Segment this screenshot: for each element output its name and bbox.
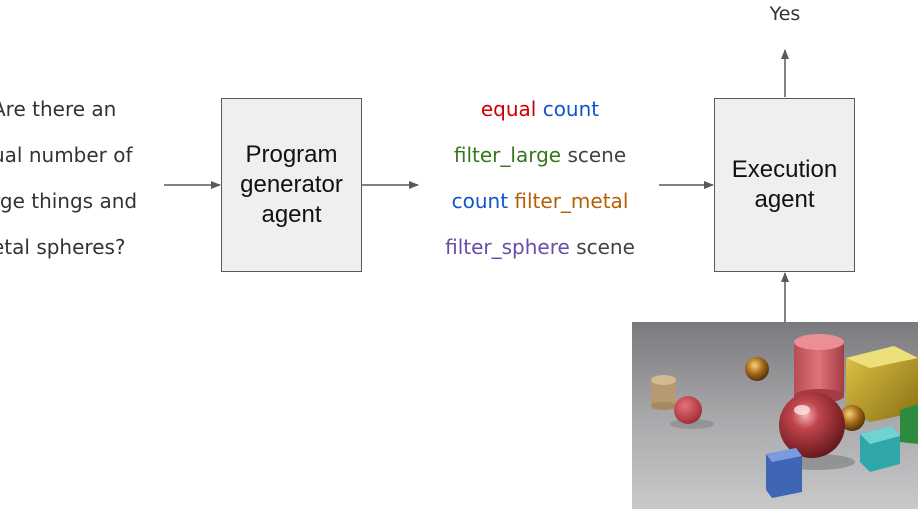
program-token: count bbox=[451, 189, 509, 213]
program-token: equal bbox=[480, 97, 537, 121]
program-token: scene bbox=[567, 143, 627, 167]
program-token: filter_sphere bbox=[445, 235, 570, 259]
question-line-3: rge things and bbox=[0, 189, 138, 213]
execution-agent-label-2: agent bbox=[754, 186, 815, 213]
program-token: count bbox=[542, 97, 600, 121]
question-line-2: ual number of bbox=[0, 143, 133, 167]
program-token: scene bbox=[576, 235, 635, 259]
program-line-1: equal count bbox=[420, 97, 660, 121]
program-generator-label-2: generator bbox=[240, 171, 343, 198]
program-line-4: filter_sphere scene bbox=[420, 235, 660, 259]
program-generator-label-3: agent bbox=[261, 201, 322, 228]
execution-agent-label-1: Execution bbox=[731, 156, 838, 183]
rendered-3d-scene-image bbox=[632, 322, 918, 509]
execution-agent-box: Execution agent bbox=[714, 98, 855, 272]
answer-text: Yes bbox=[769, 3, 801, 25]
program-line-3: count filter_metal bbox=[420, 189, 660, 213]
program-generator-label-1: Program bbox=[245, 141, 338, 168]
program-generator-box: Program generator agent bbox=[221, 98, 362, 272]
question-line-1: Are there an bbox=[0, 97, 117, 121]
program-line-2: filter_large scene bbox=[420, 143, 660, 167]
question-line-4: etal spheres? bbox=[0, 235, 126, 259]
program-token: filter_large bbox=[453, 143, 562, 167]
program-token: filter_metal bbox=[514, 189, 629, 213]
